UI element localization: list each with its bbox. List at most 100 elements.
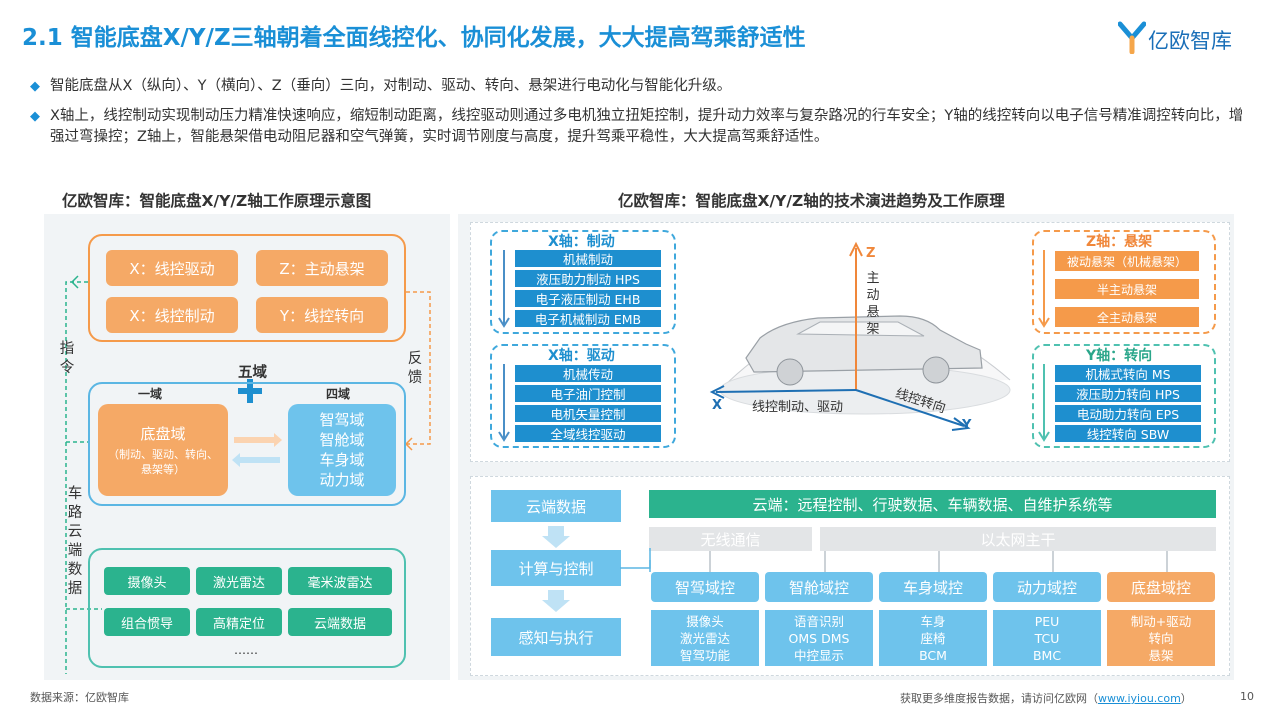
detail-item: 制动+驱动 (1130, 613, 1192, 629)
domain-item: 车身域 (319, 451, 365, 469)
y-steer-item: 线控转向 SBW (1055, 425, 1201, 442)
footer-text: 获取更多维度报告数据，请访问亿欧网（ (900, 692, 1098, 705)
y-steer-item: 电动助力转向 EPS (1055, 405, 1201, 422)
x-brake-item: 液压助力制动 HPS (515, 270, 661, 287)
detail-item: BMC (1032, 647, 1062, 663)
cloud-description-bar: 云端：远程控制、行驶数据、车辆数据、自维护系统等 (649, 490, 1216, 518)
x-drive-title: X轴：驱动 (548, 348, 615, 364)
detail-item: BCM (919, 647, 947, 663)
left-section-title: 亿欧智库：智能底盘X/Y/Z轴工作原理示意图 (62, 192, 372, 210)
detail-item: 悬架 (1148, 647, 1174, 663)
x-axis-arrow (715, 389, 857, 393)
x-axis-letter: X (712, 398, 723, 413)
page-number: 10 (1240, 690, 1254, 703)
sensor-item: 云端数据 (288, 608, 392, 636)
sensor-frame (88, 548, 406, 668)
diamond-icon: ◆ (30, 109, 40, 124)
body-details: 车身 座椅 BCM (879, 610, 987, 666)
layer-perception: 感知与执行 (491, 618, 621, 656)
y-steer-title: Y轴：转向 (1086, 348, 1153, 364)
detail-item: 摄像头 (686, 613, 724, 629)
wireless-bar: 无线通信 (649, 527, 812, 551)
smart-driving-details: 摄像头 激光雷达 智驾功能 (651, 610, 759, 666)
z-axis-letter: Z (866, 246, 876, 261)
power-details: PEU TCU BMC (993, 610, 1101, 666)
chassis-domain-sub: （制动、驱动、转向、悬架等） (108, 448, 218, 476)
x-axis-label: 线控制动、驱动 (752, 400, 844, 415)
x-brake-title: X轴：制动 (548, 234, 615, 250)
controller-chassis: 底盘域控 (1107, 572, 1215, 602)
detail-item: TCU (1034, 630, 1060, 646)
y-steer-box: Y：线控转向 (256, 297, 388, 333)
page-title: 2.1 智能底盘X/Y/Z三轴朝着全面线控化、协同化发展，大大提高驾乘舒适性 (22, 25, 806, 51)
label-feedback: 反馈 (407, 351, 423, 386)
z-suspension-item: 全主动悬架 (1055, 307, 1199, 327)
x-drive-group (490, 344, 676, 448)
z-suspension-group (1032, 230, 1216, 334)
x-brake-item: 电子液压制动 EHB (515, 290, 661, 307)
footer-close: ） (1180, 692, 1192, 705)
four-domains-box: 智驾域 智舱域 车身域 动力域 (288, 404, 396, 496)
detail-item: 激光雷达 (679, 630, 730, 646)
logo-text: 亿欧智库 (1148, 29, 1232, 53)
detail-item: 智驾功能 (679, 647, 730, 663)
domain-item: 动力域 (319, 471, 365, 489)
chassis-domain-box: 底盘域 （制动、驱动、转向、悬架等） (98, 404, 228, 496)
one-domain-label: 一域 (138, 387, 163, 401)
controller-smart-driving: 智驾域控 (651, 572, 759, 602)
footer-link[interactable]: www.iyiou.com (1098, 692, 1181, 705)
layer-compute: 计算与控制 (491, 550, 621, 586)
detail-item: 转向 (1148, 630, 1174, 646)
z-suspension-item: 被动悬架（机械悬架） (1055, 251, 1199, 271)
left-connectors (65, 275, 431, 674)
bullet-1: ◆智能底盘从X（纵向）、Y（横向）、Z（垂向）三向，对制动、驱动、转向、悬架进行… (30, 76, 1255, 97)
y-steer-group (1032, 344, 1216, 448)
x-drive-item: 电子油门控制 (515, 385, 661, 402)
controller-power: 动力域控 (993, 572, 1101, 602)
z-suspension-title: Z轴：悬架 (1086, 234, 1153, 250)
sensor-item: 摄像头 (104, 567, 190, 595)
control-group-frame (88, 234, 406, 342)
domain-frame (88, 382, 406, 506)
y-steer-item: 液压助力转向 HPS (1055, 385, 1201, 402)
controller-body: 车身域控 (879, 572, 987, 602)
diamond-icon: ◆ (30, 79, 40, 94)
evolution-arrows (498, 250, 1050, 442)
detail-item: OMS DMS (788, 630, 850, 646)
cockpit-details: 语音识别 OMS DMS 中控显示 (765, 610, 873, 666)
more-ellipsis: …… (234, 643, 258, 657)
domain-item: 智舱域 (319, 431, 365, 449)
detail-item: PEU (1034, 613, 1060, 629)
chassis-details: 制动+驱动 转向 悬架 (1107, 610, 1215, 666)
x-brake-group (490, 230, 676, 334)
x-drive-item: 电机矢量控制 (515, 405, 661, 422)
bullet-2: ◆X轴上，线控制动实现制动压力精准快速响应，缩短制动距离，线控驱动则通过多电机独… (30, 108, 1244, 145)
ethernet-bar: 以太网主干 (820, 527, 1216, 551)
chassis-domain-title: 底盘域 (140, 425, 186, 443)
label-command: 指令 (59, 341, 75, 376)
y-axis-arrow (855, 389, 965, 427)
x-drive-item: 机械传动 (515, 365, 661, 382)
data-source: 数据来源：亿欧智库 (30, 691, 129, 704)
four-domains-label: 四域 (326, 387, 351, 401)
bus-connectors (620, 548, 1168, 572)
x-drive-box: X：线控驱动 (106, 250, 238, 286)
detail-item: 语音识别 (793, 613, 844, 629)
sensor-item: 高精定位 (196, 608, 282, 636)
five-domains-label: 五域 (238, 365, 267, 381)
x-brake-item: 电子机械制动 EMB (515, 310, 661, 327)
sensor-item: 组合惯导 (104, 608, 190, 636)
layer-arrows (542, 526, 570, 612)
x-drive-item: 全域线控驱动 (515, 425, 661, 442)
footer-note: 获取更多维度报告数据，请访问亿欧网（www.iyiou.com） (900, 690, 1192, 706)
detail-item: 座椅 (920, 630, 946, 646)
controller-cockpit: 智舱域控 (765, 572, 873, 602)
detail-item: 车身 (920, 613, 946, 629)
y-steer-item: 机械式转向 MS (1055, 365, 1201, 382)
car-axis-diagram (709, 241, 1011, 431)
domain-item: 智驾域 (319, 411, 365, 429)
detail-item: 中控显示 (793, 647, 844, 663)
sensor-item: 激光雷达 (196, 567, 282, 595)
layer-cloud: 云端数据 (491, 490, 621, 522)
z-suspension-item: 半主动悬架 (1055, 279, 1199, 299)
